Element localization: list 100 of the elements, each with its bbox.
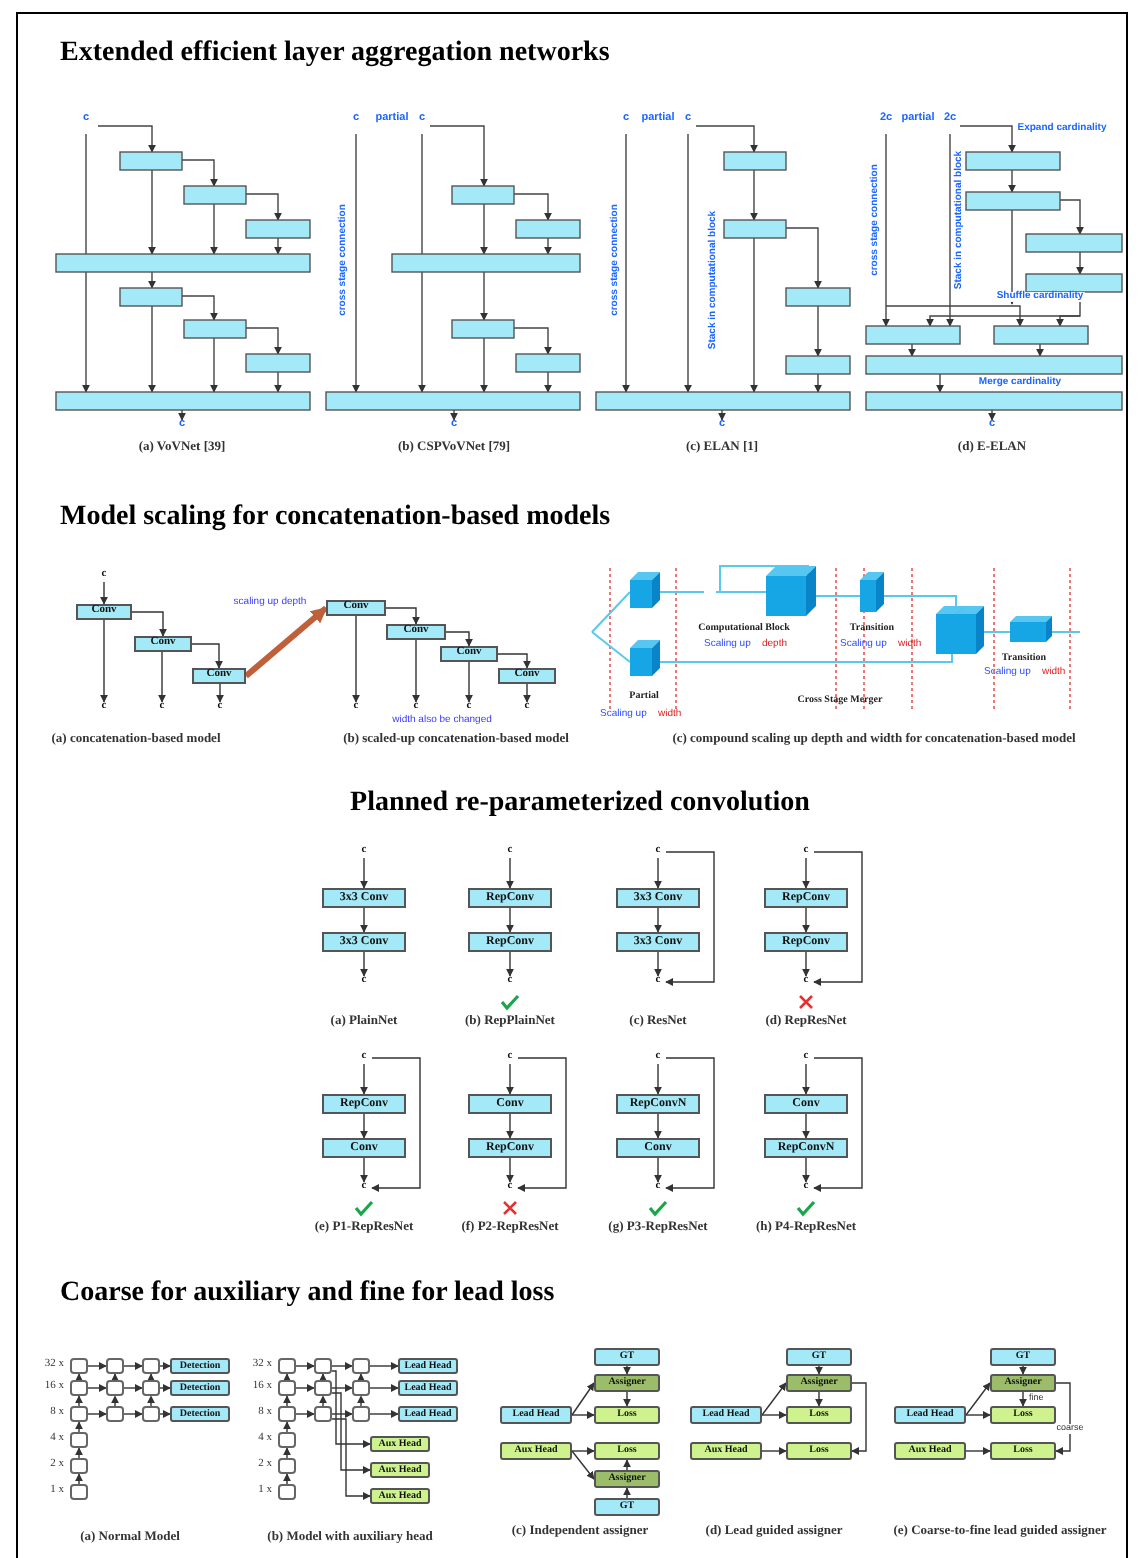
arrow <box>965 1411 991 1419</box>
feature-map-box <box>314 1380 332 1396</box>
arrow <box>517 1057 567 1192</box>
arrow <box>802 1063 810 1095</box>
arrow <box>506 1063 514 1095</box>
arrow <box>802 907 810 933</box>
arrow <box>331 1418 371 1500</box>
arrow <box>761 1411 787 1419</box>
arrow <box>369 1384 399 1392</box>
arrow <box>147 1373 155 1382</box>
arrow <box>159 1410 171 1418</box>
arrow <box>665 1057 715 1192</box>
arrow <box>371 1057 421 1192</box>
arrow <box>412 639 420 703</box>
arrow <box>331 1370 371 1448</box>
arrow <box>813 851 863 986</box>
arrow <box>216 683 224 703</box>
arrow <box>131 611 167 637</box>
arrow <box>1019 1391 1027 1407</box>
arrow <box>331 1410 353 1418</box>
arrow <box>360 1063 368 1095</box>
arrow <box>331 1392 371 1474</box>
arrow <box>654 1157 662 1183</box>
arrow <box>623 1487 631 1499</box>
arrow <box>147 1395 155 1407</box>
arrow <box>654 907 662 933</box>
section-heading: Planned re-parameterized convolution <box>350 790 810 818</box>
arrow <box>360 1157 368 1183</box>
arrow <box>761 1382 787 1416</box>
section-heading: Coarse for auxiliary and fine for lead loss <box>60 1280 555 1308</box>
feature-map-box <box>70 1432 88 1448</box>
arrow <box>360 1113 368 1139</box>
feature-map-box <box>278 1358 296 1374</box>
arrow <box>75 1395 83 1407</box>
arrow <box>283 1373 291 1382</box>
arrow <box>571 1411 595 1419</box>
arrow <box>87 1384 107 1392</box>
arrow <box>159 1384 171 1392</box>
feature-map-box <box>106 1406 124 1422</box>
arrow <box>319 1395 327 1407</box>
arrow <box>123 1362 143 1370</box>
arrow <box>283 1473 291 1485</box>
arrow <box>813 1057 863 1192</box>
arrow <box>123 1410 143 1418</box>
feature-map-box <box>352 1380 370 1396</box>
feature-map-box <box>142 1406 160 1422</box>
feature-map-box <box>278 1432 296 1448</box>
arrow <box>506 951 514 977</box>
arrow <box>100 619 108 703</box>
arrow <box>360 857 368 889</box>
feature-map-box <box>278 1380 296 1396</box>
arrow <box>802 1157 810 1183</box>
arrow <box>497 653 531 669</box>
arrow <box>385 607 420 625</box>
arrow <box>111 1373 119 1382</box>
arrow <box>360 951 368 977</box>
arrow <box>352 615 360 703</box>
arrow <box>319 1373 327 1382</box>
arrow <box>75 1421 83 1433</box>
arrow <box>357 1395 365 1407</box>
arrow <box>506 1113 514 1139</box>
arrow <box>506 1157 514 1183</box>
arrow <box>295 1384 315 1392</box>
arrow <box>815 1391 823 1407</box>
arrow <box>571 1382 595 1416</box>
feature-map-box <box>70 1458 88 1474</box>
arrow <box>965 1382 991 1416</box>
arrow <box>1055 1382 1071 1455</box>
arrow <box>159 1362 171 1370</box>
section-heading: Extended efficient layer aggregation networks <box>60 40 610 68</box>
arrow <box>123 1384 143 1392</box>
feature-map-box <box>352 1406 370 1422</box>
arrow <box>523 683 531 703</box>
feature-map-box <box>278 1484 296 1500</box>
arrow <box>295 1362 315 1370</box>
arrow <box>295 1410 315 1418</box>
feature-map-box <box>142 1380 160 1396</box>
arrow <box>111 1395 119 1407</box>
feature-map-box <box>278 1406 296 1422</box>
arrow <box>623 1459 631 1471</box>
arrow <box>360 907 368 933</box>
feature-map-box <box>314 1406 332 1422</box>
arrow <box>802 857 810 889</box>
arrow <box>851 1382 867 1455</box>
feature-map-box <box>278 1458 296 1474</box>
feature-map-box <box>314 1358 332 1374</box>
arrow <box>369 1410 399 1418</box>
arrow <box>75 1373 83 1382</box>
feature-map-box <box>352 1358 370 1374</box>
feature-map-box <box>70 1380 88 1396</box>
arrow <box>283 1421 291 1433</box>
feature-map-box <box>70 1358 88 1374</box>
arrow <box>623 1365 631 1375</box>
arrow <box>445 631 473 647</box>
arrow <box>75 1473 83 1485</box>
arrow <box>158 651 166 703</box>
arrow <box>802 951 810 977</box>
arrow <box>571 1450 595 1480</box>
arrow <box>87 1410 107 1418</box>
arrow <box>802 1113 810 1139</box>
